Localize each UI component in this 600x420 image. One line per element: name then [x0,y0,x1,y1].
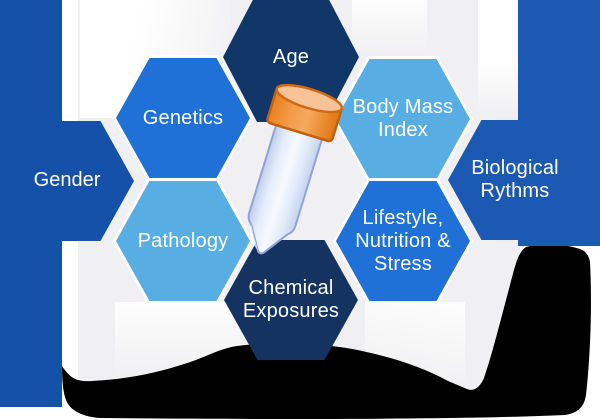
hexagon-gender-label: Gender [33,169,101,191]
hexagon-lifestyle: Lifestyle, Nutrition & Stress [333,178,473,304]
tube-tip-facet [248,224,258,251]
sample-tube-icon [247,83,344,255]
hexagon-gender [0,121,134,241]
hexagon-lifestyle-label: Lifestyle, Nutrition & Stress [355,206,451,275]
hexagon-chemical-exposures-label: Chemical Exposures [242,277,340,322]
hexagon-lifestyle-fill: Lifestyle, Nutrition & Stress [336,181,470,301]
hexagon-age-label: Age [272,45,310,68]
tube-body [247,124,323,255]
hexagon-body-mass-index-label: Body Mass Index [352,96,454,141]
hexagon-body-mass-index-fill: Body Mass Index [336,59,470,179]
hexagon-biological-rythms-label: Biological Rythms [471,157,559,202]
shadow-swoosh-path [62,244,591,419]
hexagon-genetics-label: Genetics [142,106,224,129]
hexagon-body-mass-index: Body Mass Index [333,56,473,182]
tube-cap-top [275,83,344,114]
hexagon-pathology-label: Pathology [137,229,229,252]
